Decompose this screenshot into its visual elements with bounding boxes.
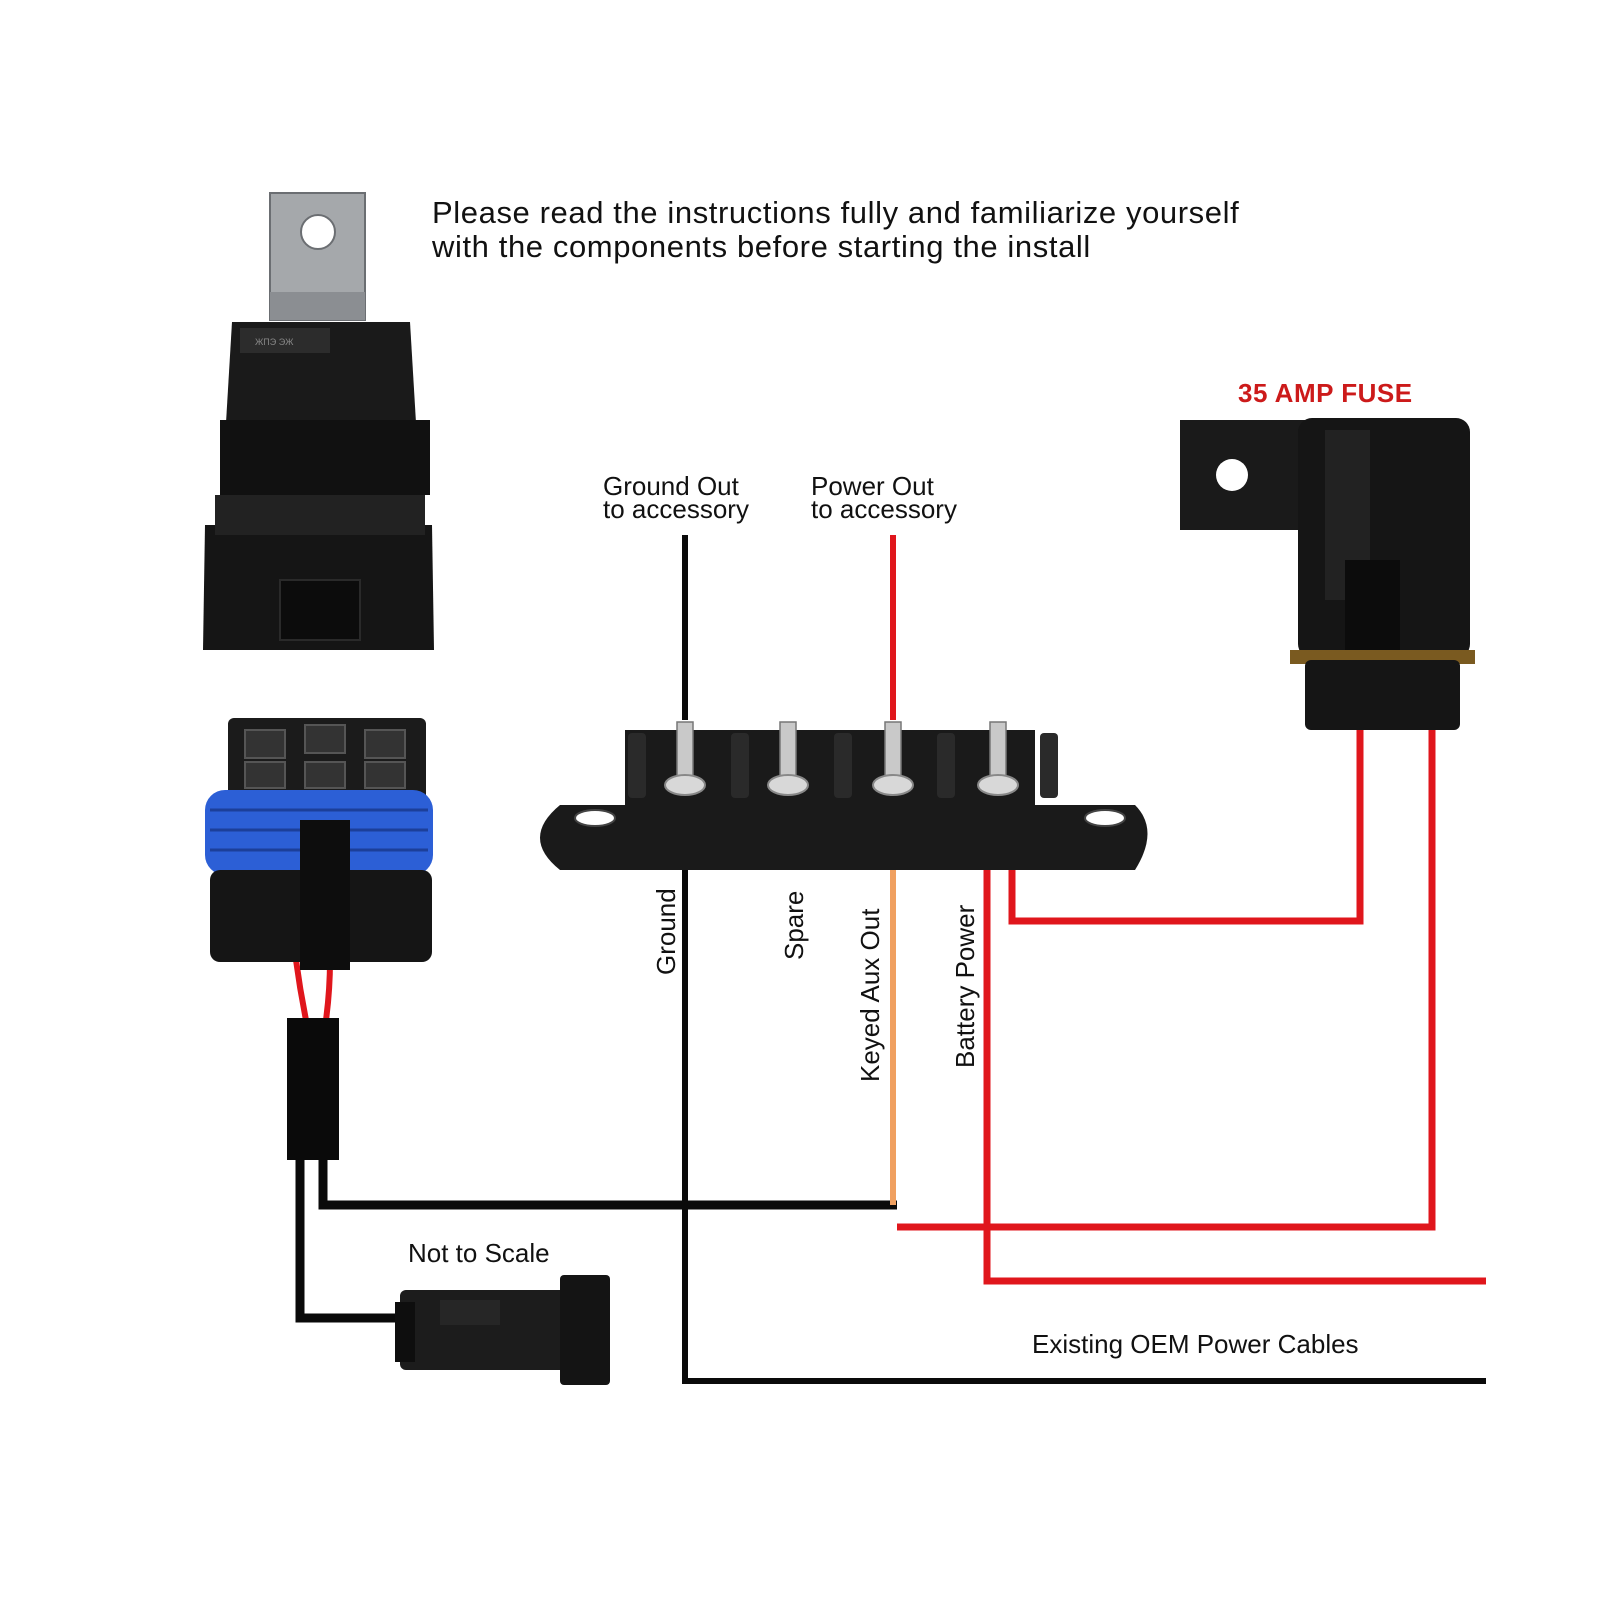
- relay-icon: ЖПЭ ЭЖ: [203, 192, 434, 650]
- bus-bar-icon: [540, 721, 1148, 870]
- existing-oem-label: Existing OEM Power Cables: [1032, 1329, 1359, 1359]
- instructions-line-2: with the components before starting the …: [431, 229, 1091, 264]
- power-out-line-2: to accessory: [811, 494, 957, 524]
- terminal-stud-spare: [767, 721, 809, 796]
- terminal-stud-battery: [977, 721, 1019, 796]
- terminal-label-ground: Ground: [651, 888, 681, 975]
- terminal-label-spare: Spare: [779, 891, 809, 960]
- terminal-label-keyed-aux-out: Keyed Aux Out: [855, 908, 885, 1082]
- power-out-line-1: Power Out: [811, 471, 935, 501]
- ground-out-line-2: to accessory: [603, 494, 749, 524]
- ground-oem-wire: [682, 790, 1486, 1384]
- terminal-label-battery-power: Battery Power: [950, 904, 980, 1068]
- instructions-text: Please read the instructions fully and f…: [431, 195, 1239, 264]
- terminal-stud-keyed-aux: [872, 721, 914, 796]
- svg-text:ЖПЭ ЭЖ: ЖПЭ ЭЖ: [255, 337, 294, 347]
- relay-black-wire-upper: [318, 1140, 897, 1210]
- battery-oem-red-wire: [983, 790, 1486, 1285]
- relay-red-wire-a: [293, 959, 309, 1021]
- fuse-to-relay-red-wire: [897, 730, 1436, 1231]
- power-out-label: Power Out to accessory: [811, 471, 957, 524]
- fuse-holder-icon: [1180, 418, 1475, 730]
- ground-out-line-1: Ground Out: [603, 471, 740, 501]
- fuse-label: 35 AMP FUSE: [1238, 378, 1413, 408]
- plug-connector-icon: [395, 1275, 610, 1385]
- relay-black-wire-lower: [295, 1140, 400, 1323]
- ground-out-label: Ground Out to accessory: [603, 471, 749, 524]
- instructions-line-1: Please read the instructions fully and f…: [432, 195, 1239, 230]
- terminal-stud-ground: [664, 721, 706, 796]
- not-to-scale-note: Not to Scale: [408, 1238, 550, 1268]
- relay-socket-icon: [205, 718, 433, 1160]
